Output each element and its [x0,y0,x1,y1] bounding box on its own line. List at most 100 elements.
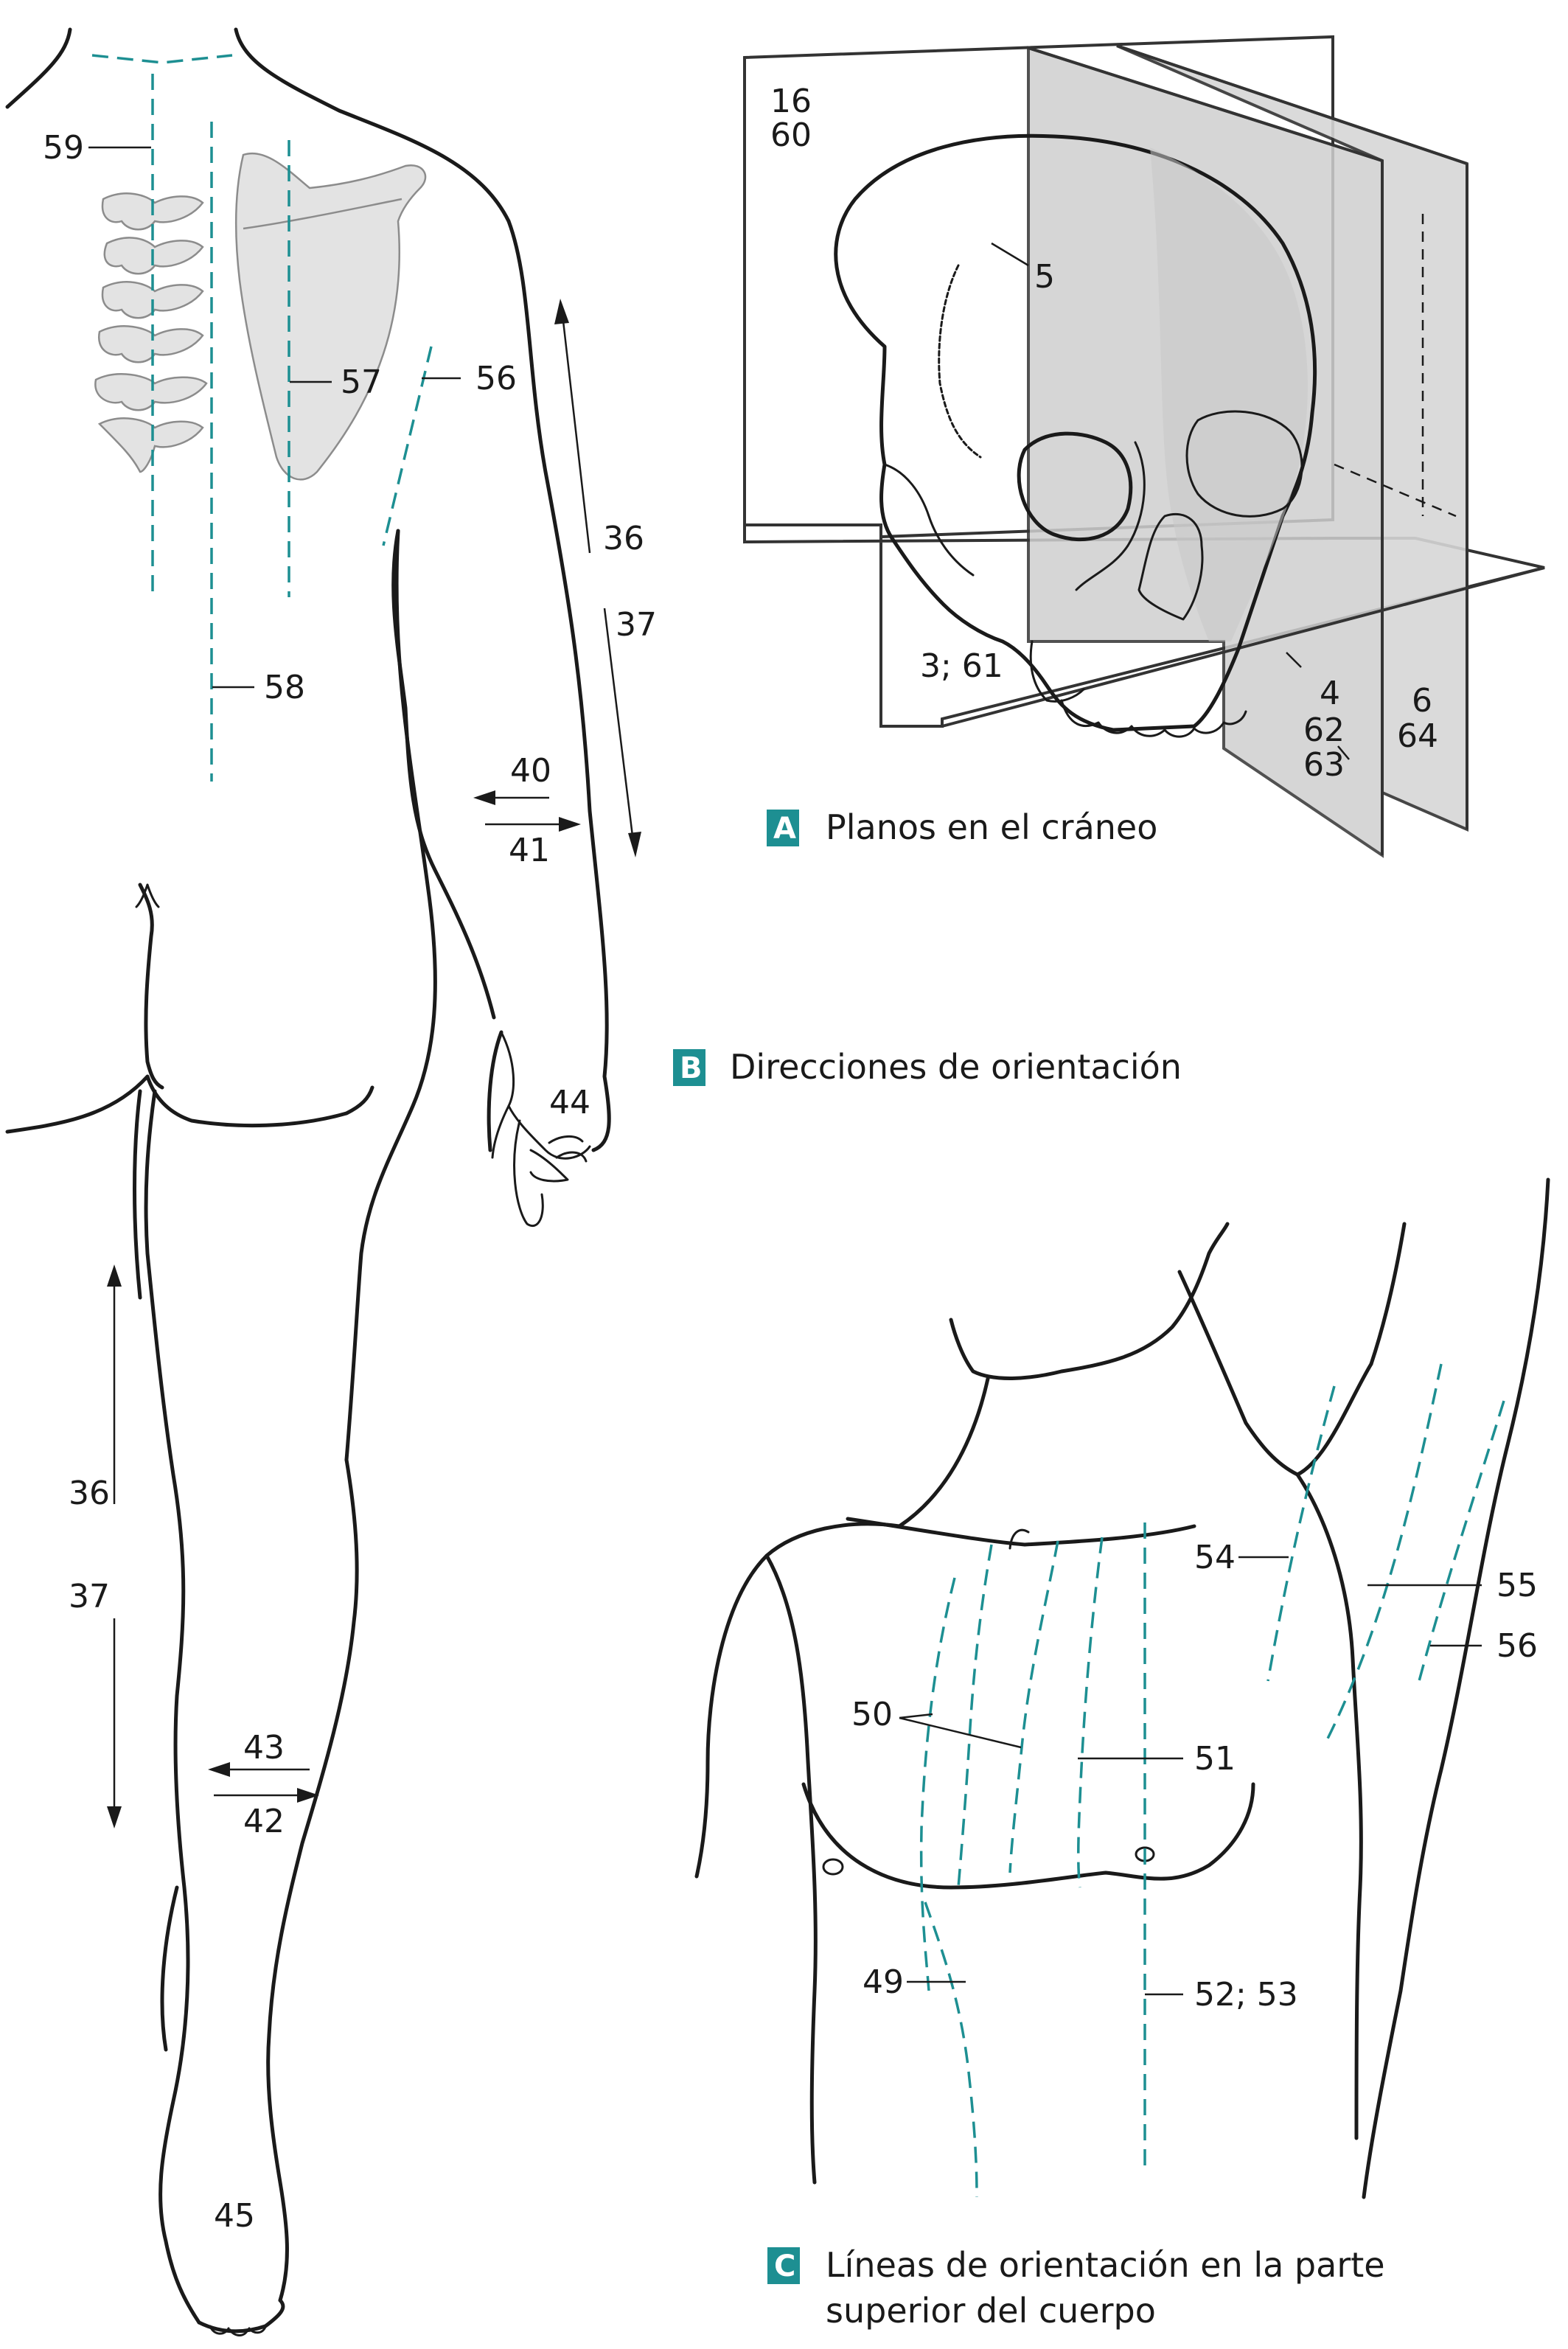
natal-cleft [135,883,160,908]
label-37-leg: 37 [69,1578,110,1615]
badge-b [673,1049,705,1086]
nasal-aperture [1137,512,1204,621]
nipple-left [822,1858,844,1876]
arrow-41-head [559,817,581,832]
label-49: 49 [863,1963,904,2001]
label-6: 6 [1412,682,1432,720]
line-50-a [919,1577,956,1991]
temporal-region [883,463,975,577]
caption-c-line2: superior del cuerpo [826,2291,1156,2331]
leader-5 [991,242,1029,267]
arrow-36-arm-head [554,299,569,324]
leg-left-inner [133,1089,142,1300]
line-50-c [1008,1540,1059,1873]
calf-outline [160,1885,179,2052]
label-63: 63 [1303,746,1345,784]
label-3-61: 3; 61 [920,647,1003,685]
arrow-42-head [297,1788,319,1803]
tooth-row [1060,699,1247,738]
leg-right-outline [266,1458,359,2303]
label-36-leg: 36 [69,1475,110,1512]
label-4: 4 [1320,675,1340,712]
line-55 [1325,1363,1443,1741]
label-52-53: 52; 53 [1194,1976,1298,2014]
badge-c-letter: C [774,2249,795,2283]
line-56-c [1418,1400,1505,1682]
label-16: 16 [770,83,812,120]
neck-right-outline [234,27,511,223]
chest-orientation-lines [919,1363,1505,2198]
direction-arrows [107,299,641,1828]
neck-right-c [1177,1270,1300,1477]
label-41: 41 [509,832,550,869]
scapula [235,152,427,481]
fingers-outline [491,1104,588,1163]
label-56-c: 56 [1496,1627,1538,1665]
arrow-43-head [208,1762,230,1777]
arrow-36-leg-head [107,1264,122,1287]
teeth [1029,640,1247,738]
line-56-axillary [382,346,433,546]
zygomatic-line [1075,441,1146,591]
plane-sagittal-1-top [1028,46,1383,162]
arrow-37-leg-head [107,1806,122,1828]
leader-50-a [899,1713,933,1719]
chin-outline [949,1222,1230,1380]
arrow-36-arm [560,307,591,554]
label-42: 42 [243,1803,285,1840]
leader-50-b [899,1716,1022,1749]
label-40: 40 [510,752,551,790]
line-54 [1266,1385,1336,1682]
foot-outline [197,2298,285,2334]
label-37-arm: 37 [616,606,657,644]
arm-inner-outline [487,1030,503,1152]
arm-raised-outer [1369,1222,1407,1366]
leader-4 [1286,652,1302,668]
panel-b-body: 59 57 56 58 36 37 40 41 44 36 37 43 42 4… [5,27,1182,2336]
badge-a-letter: A [773,812,796,846]
plane-sagittal-2-top [1116,44,1468,165]
arm-raised-back [1362,1177,1550,2199]
line-50-b [957,1544,993,1888]
shoulder-right-outline [1295,1362,1373,1477]
jugular-notch [1008,1528,1030,1550]
vertebra-4 [97,325,204,363]
line-49 [924,1901,978,2198]
shoulder-left-outline [694,1522,902,1879]
leg-left-outer [144,1089,201,2325]
skull-outline [834,133,1317,732]
coronal-suture [938,264,982,459]
label-55: 55 [1496,1567,1538,1604]
plane-horizontal-front [941,566,1545,728]
hand-outline [500,1031,591,1227]
hidden-plane-edge [1334,463,1457,518]
scapular-spine [243,198,403,230]
arrow-37-arm [603,608,635,849]
label-36-arm: 36 [603,520,644,557]
leader-63 [1337,745,1350,760]
caption-c-line1: Líneas de orientación en la parte [826,2245,1385,2285]
torso-left-c [764,1553,818,2185]
label-43: 43 [243,1729,285,1767]
hip-right-outline [344,529,437,1462]
label-54: 54 [1194,1539,1236,1576]
label-44: 44 [549,1084,590,1121]
orbit-right [1185,410,1303,518]
arrow-37-arm-head [628,832,641,857]
jaw-line [1029,640,1085,703]
neck-left-c [897,1377,990,1528]
line-59-shoulder [91,54,233,64]
vertebra-6 [97,417,204,473]
label-57: 57 [341,363,382,401]
neck-left-outline [5,27,72,109]
torso-right-c [1295,1472,1363,2140]
vertebra-5 [94,373,208,411]
vertebral-column [94,192,208,473]
back-left-outline [138,883,164,1090]
arm-outer-outline [506,219,611,1152]
label-60: 60 [770,116,812,154]
badge-a [767,810,799,846]
badge-c [767,2247,800,2284]
